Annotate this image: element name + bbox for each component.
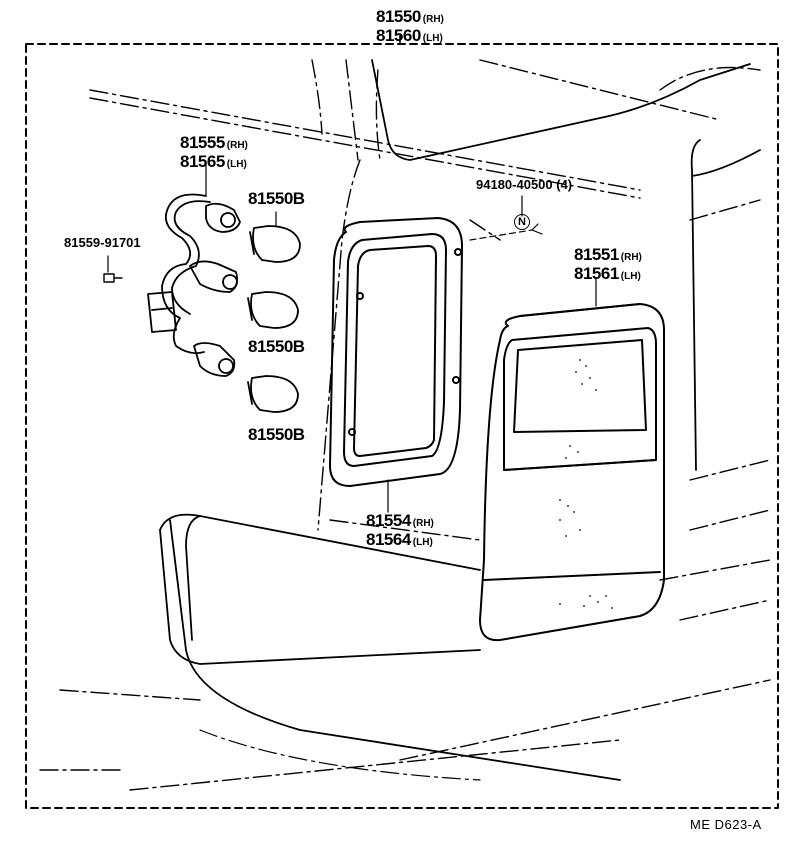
nut-symbol: N (514, 214, 530, 230)
assembly-lh-number: 81560 (376, 26, 421, 45)
lens-label: 81551(RH) 81561(LH) (574, 246, 642, 283)
lens-shading (559, 359, 613, 609)
socket-label: 81555(RH) 81565(LH) (180, 134, 248, 171)
assembly-lh-side: (LH) (422, 33, 443, 44)
bulb-label-2: 81550B (248, 337, 305, 356)
assembly-rh-side: (RH) (422, 14, 444, 25)
vehicle-body-lines (39, 59, 771, 791)
socket-rh-number: 81555 (180, 133, 225, 152)
lens-lh-side: (LH) (620, 271, 641, 282)
lens-lh-number: 81561 (574, 264, 619, 283)
gasket-rh-side: (RH) (412, 518, 434, 529)
body-panel (159, 59, 761, 665)
assembly-label: 81550(RH) 81560(LH) (376, 8, 444, 45)
diagram-code: ME D623-A (690, 817, 762, 832)
clip-number: 81559-91701 (64, 235, 141, 250)
socket-lh-number: 81565 (180, 152, 225, 171)
bumper-corner (169, 519, 621, 781)
bulb-label-1: 81550B (248, 189, 305, 208)
lens-rh-number: 81551 (574, 245, 619, 264)
assembly-rh-number: 81550 (376, 7, 421, 26)
clip-part (103, 273, 123, 283)
socket-lh-side: (LH) (226, 159, 247, 170)
nut-number: 94180-40500 (4) (476, 177, 573, 192)
bulbs (247, 225, 301, 413)
socket-rh-side: (RH) (226, 140, 248, 151)
gasket-lh-side: (LH) (412, 537, 433, 548)
bulb-label-3: 81550B (248, 425, 305, 444)
leader-lines (107, 161, 597, 513)
gasket-lh-number: 81564 (366, 530, 411, 549)
gasket-rh-number: 81554 (366, 511, 411, 530)
lens-rh-side: (RH) (620, 252, 642, 263)
gasket-outline (329, 217, 463, 487)
gasket-label: 81554(RH) 81564(LH) (366, 512, 434, 549)
assembly-frame (25, 35, 779, 809)
lens-outline (479, 303, 665, 642)
socket-harness (147, 193, 241, 377)
